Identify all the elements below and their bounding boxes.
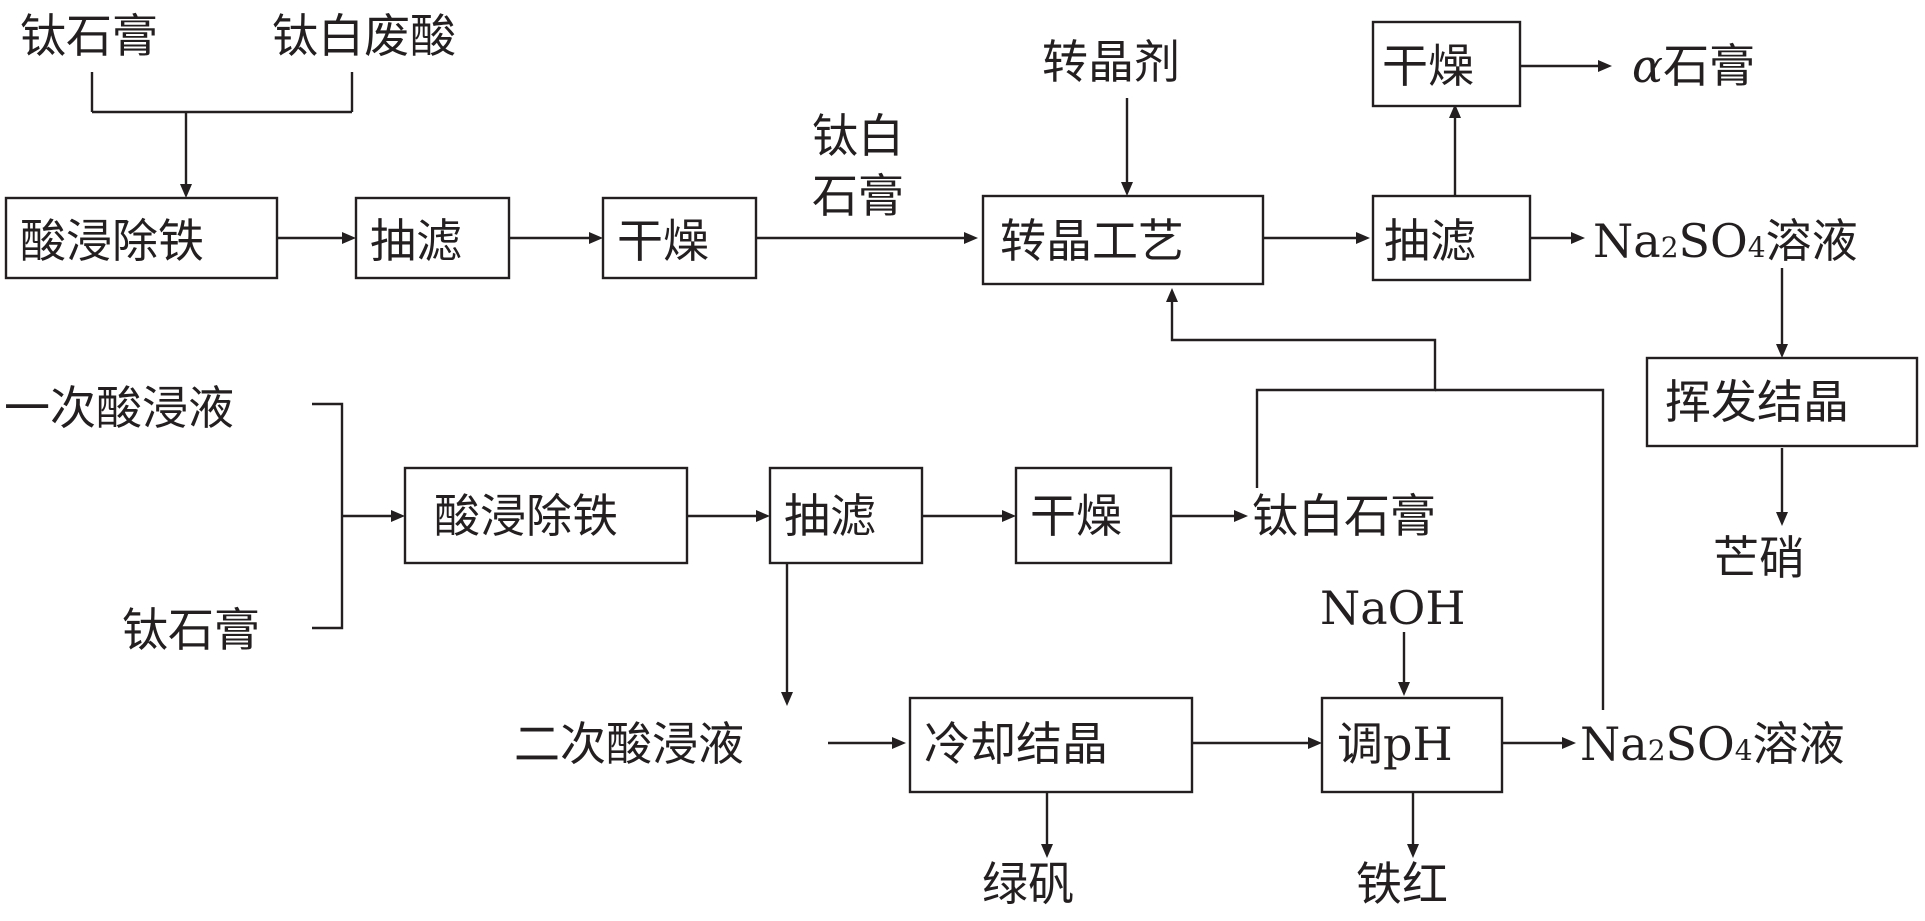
label-green-vitriol: 绿矾 [982,857,1074,911]
label-secondary-leachate: 二次酸浸液 [514,717,744,771]
arrowhead [342,232,356,244]
label-mirabilite: 芒硝 [1713,531,1805,585]
arrowhead [964,232,978,244]
arrowhead [1234,510,1248,522]
alpha-symbol: α [1632,39,1663,93]
box-suction-filter [354,196,511,280]
label-sodium-sulfate-solution-bottom: Na2SO4溶液 [1580,717,1845,771]
arrowhead [1571,232,1585,244]
box-evaporate-crystallize [1645,356,1919,448]
arrowhead [1598,60,1612,72]
box-acid-leach-iron-removal-2 [403,466,689,565]
arrowhead [1002,510,1016,522]
box-text-acid-leach-2: 酸浸除铁 [434,489,618,543]
arrowhead [892,737,906,749]
arrowhead [1398,682,1410,696]
formula-sub-4: 4 [1735,734,1753,767]
formula-sub-2: 2 [1648,734,1666,767]
label-titanium-white-waste-acid: 钛白废酸 [272,9,456,63]
arrowhead [1449,104,1461,118]
box-text-transform: 转晶工艺 [1000,214,1184,268]
label-titanium-white-gypsum: 钛白石膏 [1252,489,1436,543]
label-primary-leachate: 一次酸浸液 [4,381,234,435]
arrowhead [1308,737,1322,749]
box-text-adjust-ph: 调pH [1337,717,1453,771]
box-acid-leach-iron-removal [4,196,279,280]
alpha-gypsum-text: 石膏 [1663,39,1755,93]
arrowhead [756,510,770,522]
formula-na: Na [1593,214,1661,268]
arrowhead [1407,844,1419,858]
top-flow-arrowheads [180,60,1788,526]
label-naoh: NaOH [1320,581,1466,635]
arrowhead [180,184,192,198]
edge-label-titanium-white: 钛白 [812,109,904,163]
label-iron-red: 铁红 [1356,857,1448,911]
formula-na: Na [1580,717,1648,771]
bottom-flow-connectors [312,300,1605,846]
arrowhead [1776,512,1788,526]
formula-tail: 溶液 [1766,214,1858,268]
box-text-dry-2: 干燥 [1382,39,1474,93]
arrowhead [1041,844,1053,858]
arrowhead [1166,288,1178,302]
bottom-flow-arrowheads [391,288,1576,858]
arrowhead [391,510,405,522]
label-sodium-sulfate-solution-top: Na2SO4溶液 [1593,214,1858,268]
arrowhead [589,232,603,244]
formula-sub-2: 2 [1661,231,1679,264]
box-suction-filter-3 [768,466,924,565]
connector-recycle-up [1170,300,1437,488]
arrowhead [1121,182,1133,196]
box-adjust-ph [1320,696,1504,794]
box-text-evaporate: 挥发结晶 [1665,375,1849,429]
formula-so: SO [1666,717,1735,771]
connector-bracket [312,402,344,630]
box-text-filter-3: 抽滤 [784,489,876,543]
label-crystal-transform-agent: 转晶剂 [1042,35,1180,89]
box-drying-3 [1014,466,1173,565]
box-drying-2 [1371,20,1522,108]
box-text-filter: 抽滤 [370,214,462,268]
connector-na2so4-recycle [1435,388,1605,710]
label-alpha-gypsum: α石膏 [1632,39,1755,93]
box-suction-filter-2 [1371,194,1532,282]
formula-sub-4: 4 [1748,231,1766,264]
edge-label-gypsum: 石膏 [812,169,904,223]
box-text-filter-2: 抽滤 [1384,214,1476,268]
box-text-dry: 干燥 [617,214,709,268]
box-text-dry-3: 干燥 [1030,489,1122,543]
label-titanium-gypsum-2: 钛石膏 [122,603,260,657]
formula-so: SO [1679,214,1748,268]
box-crystal-transform [981,194,1265,286]
arrowhead [1356,232,1370,244]
box-cool-crystallize [908,696,1194,794]
label-titanium-gypsum: 钛石膏 [20,9,158,63]
arrowhead [781,692,793,706]
box-drying [601,196,758,280]
arrowhead [1562,737,1576,749]
formula-tail: 溶液 [1753,717,1845,771]
box-text-acid-leach: 酸浸除铁 [20,214,204,268]
arrowhead [1776,344,1788,358]
box-text-cool-crystallize: 冷却结晶 [924,717,1108,771]
top-flow-connectors [90,64,1784,514]
